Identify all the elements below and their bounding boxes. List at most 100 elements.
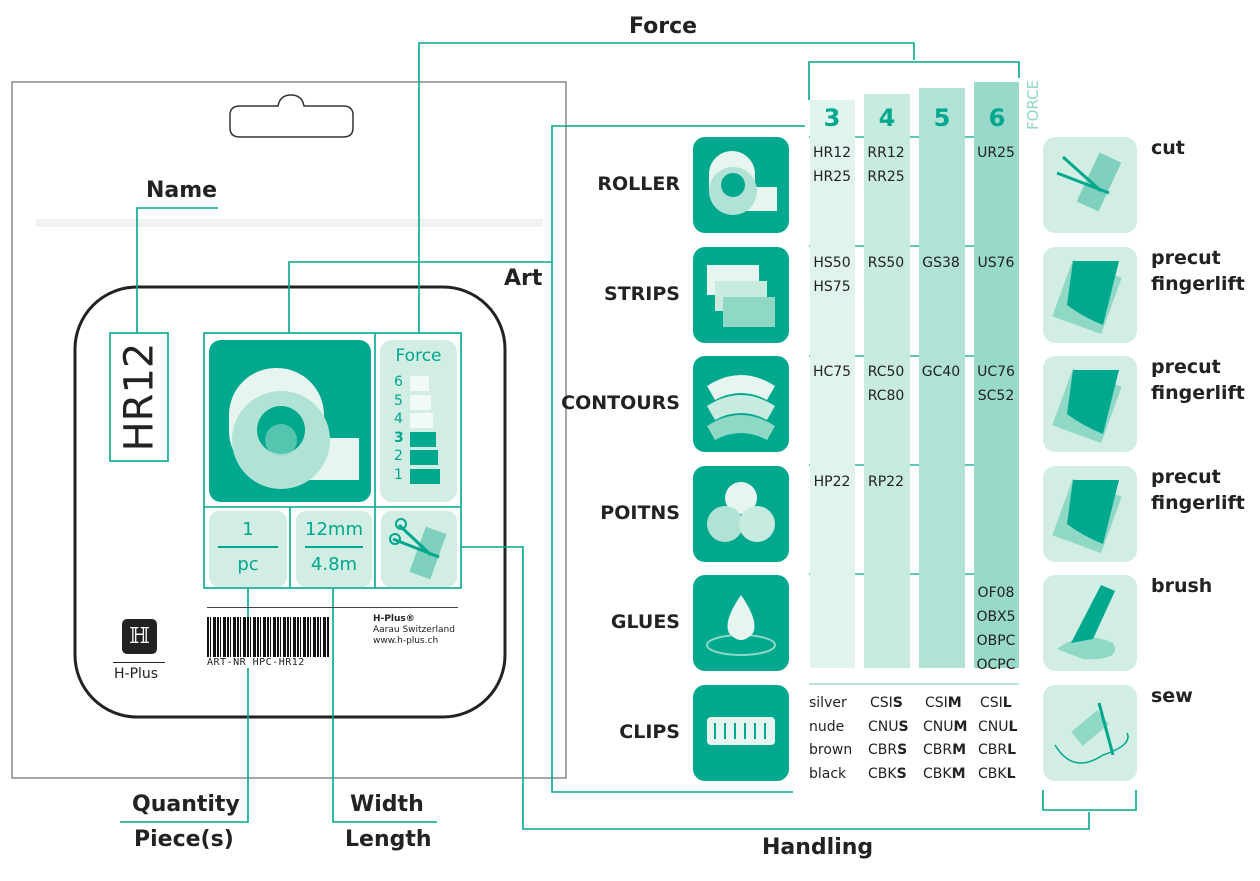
length-label: Length [345,827,432,852]
quantity-cell: 1 pc [209,511,287,587]
product-code: HR12 [116,342,162,452]
force-column-4 [864,94,910,668]
seal-strip [36,219,543,227]
clip-size: M [951,765,966,782]
clip-code-prefix: CBR [868,742,898,758]
clip-size: S [896,765,907,782]
handling-text: precut [1151,246,1221,269]
product-codes-cell: HP22 [813,473,851,490]
package-outline [11,81,567,779]
clip-size: S [897,742,908,758]
clip-code: CBRL [978,739,1016,763]
hang-hole [229,94,354,138]
product-codes-cell: HC75 [812,364,852,380]
clip-code-prefix: CNU [978,718,1009,735]
clip-code: CNUM [923,716,967,740]
product-codes-cell: RC50 RC80 [867,364,905,404]
handling-label: precut fingerlift [1151,245,1245,297]
width-label: Width [350,792,424,817]
clip-code: CBKM [923,763,966,787]
force-level-bar [410,450,438,465]
cut-handling-icon [1043,137,1137,233]
clip-size: S [892,695,903,711]
clip-code: CNUS [868,716,909,740]
product-codes-cell: HR12 HR25 [812,145,852,185]
contours-icon [693,356,789,452]
force-level-label: 6 [394,374,403,390]
clip-code: CSIL [980,692,1012,716]
clip-size: M [953,718,968,735]
product-codes-cell: RR12 RR25 [867,145,905,185]
pieces-label: Piece(s) [134,827,234,852]
force-header-3: 3 [823,104,841,132]
logo-text: H-Plus [114,666,159,682]
force-level-bar [410,431,436,447]
clip-code-prefix: CNU [868,718,899,735]
precut-handling-icon [1043,465,1137,562]
art-row-label: POITNS [600,501,680,524]
product-name-box: HR12 [110,333,168,461]
width-value: 12mm [305,519,363,540]
clip-size: L [1002,695,1012,711]
clip-size: M [947,695,962,711]
product-codes-cell: UR25 [977,145,1015,161]
strips-icon [693,246,789,343]
clip-code-prefix: CBK [868,765,897,782]
clip-code-prefix: CNU [923,718,954,735]
force-level-bar [410,376,429,391]
force-level-label: 3 [394,429,404,446]
handling-text: fingerlift [1151,272,1245,295]
roller-icon [693,137,789,233]
product-codes-cell: RP22 [868,473,904,490]
force-label: Force [629,14,698,39]
force-column-5 [919,88,965,668]
art-row-label: GLUES [610,611,680,633]
product-codes-cell: OF08 OBX5 OBPC OCPC [976,585,1016,673]
clip-code-prefix: CSI [925,695,948,711]
handling-text: precut [1151,356,1221,378]
force-level-bar [410,413,434,428]
art-row-label: ROLLER [597,173,680,195]
barcode-text: ART-NR HPC-HR12 [207,657,330,668]
clip-size: L [1008,718,1018,735]
clip-code: CNUL [978,716,1017,740]
handling-label: brush [1151,573,1212,599]
handling-text: fingerlift [1151,382,1245,404]
clip-size: S [898,718,909,735]
handling-text: cut [1151,137,1185,159]
product-codes-cell: UC76 SC52 [977,364,1015,404]
handling-label: cut [1151,135,1185,161]
art-row-label: STRIPS [604,282,680,305]
force-level-label: 2 [394,448,403,464]
force-panel-title: Force [395,346,442,366]
clip-color: silver [809,695,847,711]
brush-handling-icon [1043,575,1137,671]
precut-handling-icon [1043,356,1137,452]
clip-code-prefix: CBK [978,765,1007,782]
company-website: www.h-plus.ch [373,636,439,646]
clip-code: CSIS [870,692,903,716]
handling-text: sew [1151,684,1193,707]
quantity-value: 1 [242,519,254,540]
scissors-cut-icon [381,511,457,587]
label-frame [73,285,507,719]
handling-label: sew [1151,683,1193,709]
force-level-bar [410,468,440,484]
handling-label: precut fingerlift [1151,354,1245,406]
barcode [207,617,330,657]
force-axis-label: FORCE [1024,79,1042,130]
product-codes-cell: RS50 [867,254,905,271]
clip-size: M [952,742,967,758]
art-row-label: CONTOURS [561,392,680,414]
force-header-5: 5 [933,104,951,132]
force-level-label: 5 [394,392,403,409]
clip-color: brown [809,742,853,758]
clip-code-prefix: CBR [978,742,1008,758]
clip-size: L [1006,765,1016,782]
quantity-label: Quantity [132,792,240,817]
length-value: 4.8m [310,554,358,575]
divider [207,607,458,608]
product-codes-cell: GC40 [921,364,961,380]
